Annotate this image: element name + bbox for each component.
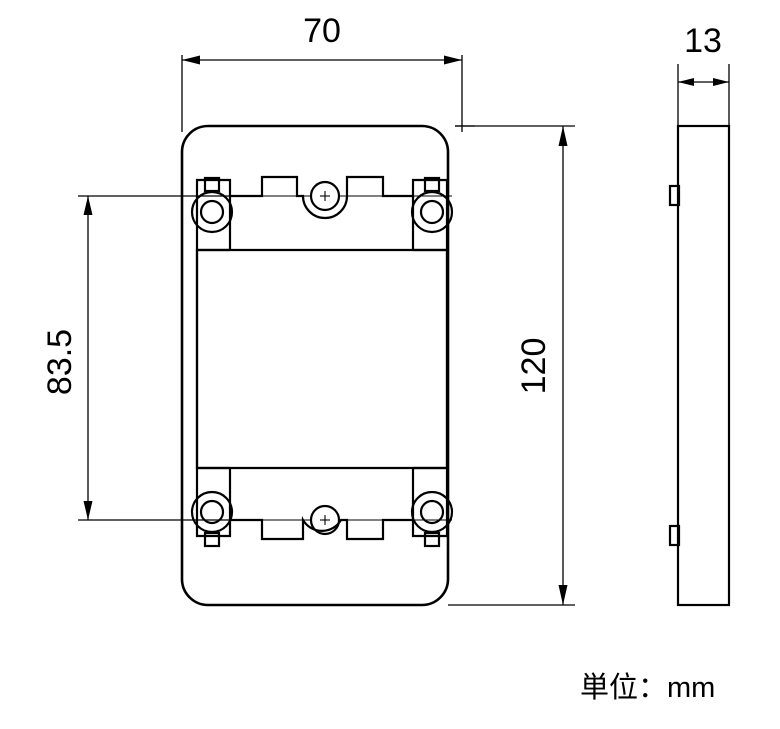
boss-tab	[203, 531, 221, 548]
side-view-plate	[668, 124, 731, 607]
boss-tab	[423, 176, 441, 193]
arrowhead-side-right	[713, 78, 729, 86]
dimension-width-70: 70	[181, 12, 475, 132]
dimension-thickness-13: 13	[677, 22, 730, 130]
arrowhead-left	[182, 55, 200, 65]
dimension-label-width: 70	[303, 12, 341, 50]
screw-boss-top-left	[190, 176, 234, 234]
center-hole-top	[309, 180, 341, 212]
front-view-plate	[78, 124, 454, 607]
boss-tab	[203, 176, 221, 193]
boss-tab	[423, 531, 441, 548]
arrowhead-side-left	[678, 78, 694, 86]
side-tab-upper	[668, 184, 681, 207]
boss-inner-circle	[419, 199, 445, 225]
arrowhead-right	[444, 55, 462, 65]
unit-note: 単位：mm	[580, 671, 715, 704]
inner-frame-profile	[195, 175, 449, 541]
arrowhead-top	[558, 126, 568, 146]
plate-outer-outline	[180, 124, 450, 607]
dimension-label-height: 120	[515, 338, 553, 395]
screw-boss-top-right	[410, 176, 454, 234]
dimension-label-hole-pitch: 83.5	[41, 329, 79, 395]
side-view-outline	[676, 124, 731, 607]
screw-boss-bottom-right	[410, 490, 454, 548]
boss-inner-circle	[199, 499, 225, 525]
boss-inner-circle	[199, 199, 225, 225]
dimension-height-120: 120	[448, 125, 575, 606]
side-tab-lower	[668, 524, 681, 547]
boss-inner-circle	[419, 499, 445, 525]
arrowhead-bottom	[558, 585, 568, 605]
arrowhead-pitch-top	[83, 196, 93, 215]
inner-window-opening	[195, 248, 449, 470]
dimension-label-thickness: 13	[684, 22, 722, 60]
dimension-hole-pitch-83-5: 83.5	[41, 195, 230, 521]
arrowhead-pitch-bottom	[83, 501, 93, 520]
screw-boss-bottom-left	[190, 490, 234, 548]
